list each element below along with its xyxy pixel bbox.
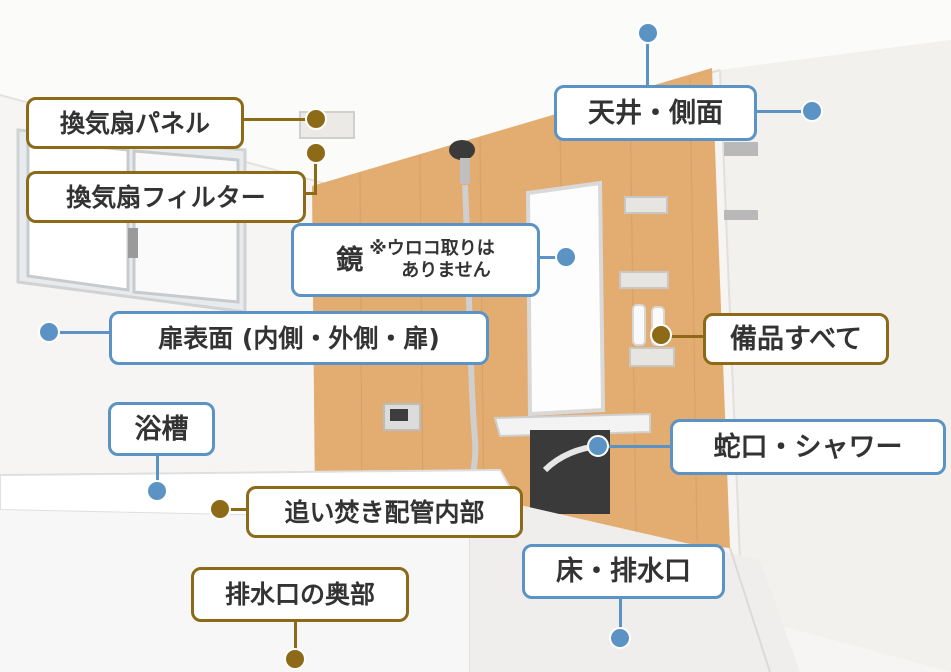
faucet-connector	[598, 445, 672, 448]
label-bathtub: 浴槽	[108, 402, 215, 456]
door-dot	[38, 321, 60, 343]
fan-filter-dot	[305, 142, 327, 164]
mirror-connector	[538, 256, 566, 259]
ceiling-side-dot	[801, 100, 823, 122]
fan-filter-connector-v	[314, 152, 317, 194]
floor-connector	[619, 597, 622, 637]
label-fixtures: 備品すべて	[703, 313, 889, 365]
reheat-connector	[220, 508, 248, 511]
fan-filter-connector-h	[304, 192, 317, 195]
label-faucet-shower: 蛇口・シャワー	[670, 419, 946, 475]
label-mirror: 鏡 ※ウロコ取りは ありません	[291, 223, 540, 297]
fixtures-dot	[650, 324, 672, 346]
fan-panel-connector	[244, 118, 316, 121]
reheat-dot	[209, 498, 231, 520]
label-mirror-note: ※ウロコ取りは ありません	[369, 238, 495, 283]
faucet-dot	[587, 435, 609, 457]
label-ceiling-side: 天井・側面	[554, 85, 757, 141]
label-floor-drain: 床・排水口	[522, 544, 725, 599]
fan-panel-dot	[305, 108, 327, 130]
label-mirror-main: 鏡	[336, 244, 364, 276]
bathtub-dot	[146, 480, 168, 502]
ceiling-connector-v	[646, 33, 649, 87]
ceiling-connector-h	[756, 110, 812, 113]
label-mirror-note-line2: ありません	[401, 260, 491, 281]
label-mirror-note-line1: ※ウロコ取りは	[369, 237, 495, 259]
label-reheat-pipe: 追い焚き配管内部	[246, 486, 523, 538]
label-door-surface: 扉表面 (内側・外側・扉)	[109, 311, 489, 365]
label-fan-panel: 換気扇パネル	[26, 97, 244, 149]
floor-dot	[609, 627, 631, 649]
mirror-dot	[555, 246, 577, 268]
fixtures-connector	[661, 335, 705, 338]
bathtub-connector	[156, 455, 159, 491]
label-fan-filter: 換気扇フィルター	[26, 171, 306, 223]
drain-back-dot	[284, 648, 306, 670]
ceiling-top-dot	[637, 22, 659, 44]
label-drain-back: 排水口の奥部	[191, 567, 409, 622]
door-connector	[50, 331, 112, 334]
drain-back-connector	[294, 620, 297, 658]
